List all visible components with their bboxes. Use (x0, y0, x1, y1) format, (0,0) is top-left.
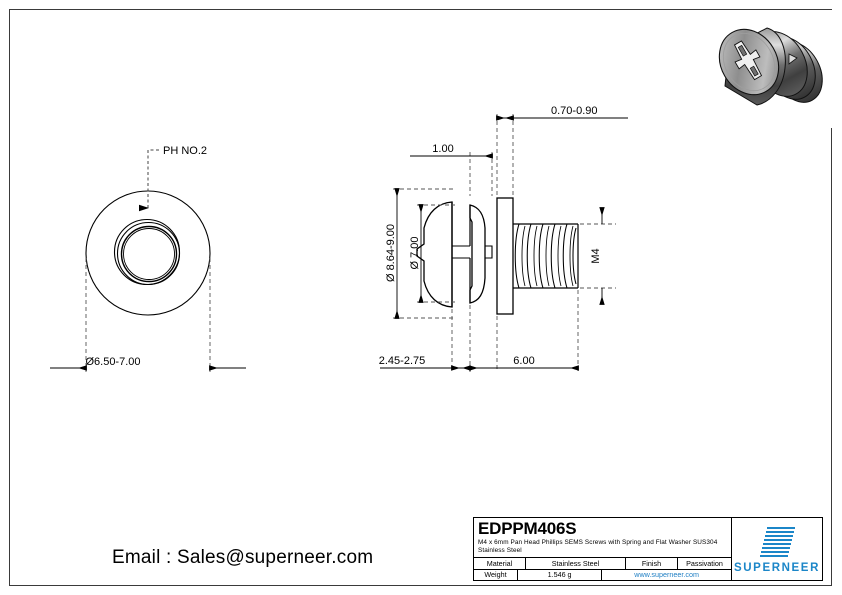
brand-cell: SUPERNEER (732, 518, 822, 580)
website-link[interactable]: www.superneer.com (634, 570, 699, 580)
thread-size-dim: M4 (590, 248, 602, 263)
email-text: Email : Sales@superneer.com (112, 547, 374, 568)
weight-value: 1.546 g (518, 569, 603, 580)
head-diameter-dim: Ø 8.64-9.00 (385, 224, 397, 282)
finish-value: Passivation (686, 558, 723, 568)
superneer-logo-icon (760, 526, 795, 557)
product-3d-image (701, 10, 832, 128)
title-block: EDPPM406S M4 x 6mm Pan Head Phillips SEM… (473, 517, 823, 581)
part-number: EDPPM406S (478, 519, 577, 538)
material-value: Stainless Steel (526, 558, 626, 569)
front-diameter-dim: Ø6.50-7.00 (85, 356, 140, 368)
title-block-left: EDPPM406S M4 x 6mm Pan Head Phillips SEM… (474, 518, 732, 580)
part-description: M4 x 6mm Pan Head Phillips SEMS Screws w… (478, 539, 718, 554)
front-view-group: PH NO.2 Ø6.50-7.00 (50, 145, 246, 372)
weight-label: Weight (474, 569, 518, 580)
title-block-header: EDPPM406S M4 x 6mm Pan Head Phillips SEM… (474, 518, 731, 558)
washer-thickness-dim: 0.70-0.90 (551, 105, 597, 117)
material-row: Material Stainless Steel Finish Passivat… (474, 558, 731, 570)
side-view-group: 0.70-0.90 1.00 Ø 8.64-9.00 Ø 7.00 M4 (379, 105, 628, 372)
spring-washer-diameter-dim: Ø 7.00 (409, 236, 421, 269)
brand-name: SUPERNEER (734, 561, 820, 574)
weight-row: Weight 1.546 g www.superneer.com (474, 569, 731, 580)
head-height-dim: 2.45-2.75 (379, 355, 425, 367)
spring-washer-thickness-dim: 1.00 (432, 143, 453, 155)
sheet-border (9, 9, 832, 586)
material-label: Material (474, 558, 526, 569)
ph-callout-text: PH NO.2 (163, 145, 207, 157)
thread-length-dim: 6.00 (513, 355, 534, 367)
finish-label: Finish (626, 558, 678, 569)
